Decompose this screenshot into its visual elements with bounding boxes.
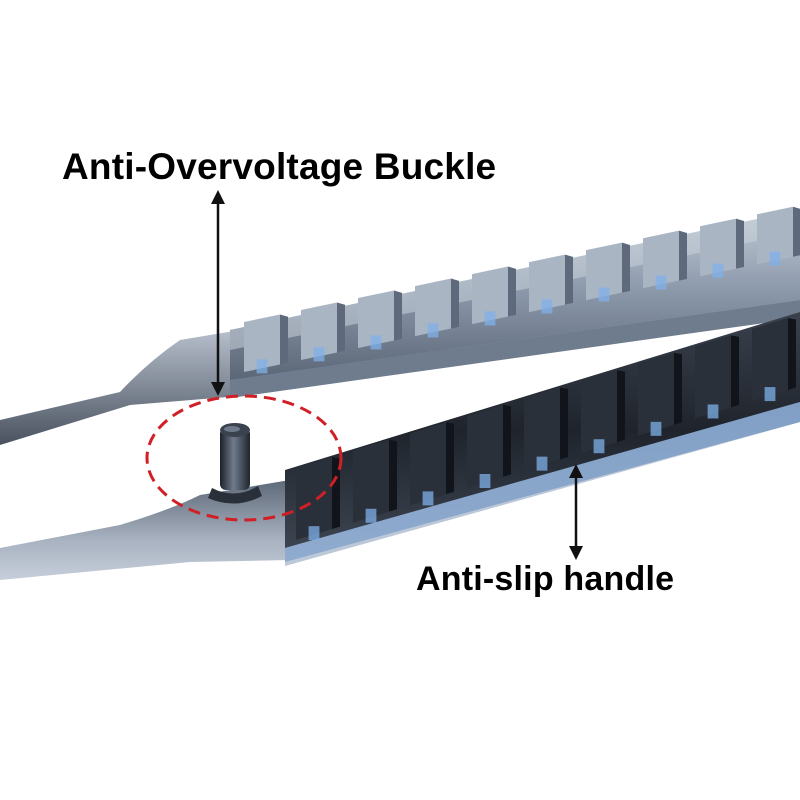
buckle-pin bbox=[208, 423, 262, 504]
grip-tooth-blue-reflection bbox=[769, 251, 781, 266]
grip-tooth-blue-reflection bbox=[593, 439, 605, 454]
grip-tooth-shadow bbox=[731, 335, 739, 408]
grip-tooth-shadow bbox=[679, 230, 687, 281]
grip-tooth-shadow bbox=[622, 242, 630, 293]
buckle-pointer-arrow bbox=[211, 190, 225, 396]
grip-tooth-blue-reflection bbox=[764, 387, 776, 402]
grip-tooth bbox=[415, 278, 451, 337]
grip-tooth-blue-reflection bbox=[541, 299, 553, 314]
grip-tooth-blue-reflection bbox=[308, 526, 320, 541]
grip-tooth-shadow bbox=[394, 290, 402, 341]
handle-pointer-arrow bbox=[569, 464, 583, 560]
grip-tooth bbox=[524, 387, 560, 471]
grip-tooth-shadow bbox=[565, 254, 573, 305]
grip-tooth-blue-reflection bbox=[536, 456, 548, 471]
grip-tooth bbox=[695, 335, 731, 419]
grip-tooth-shadow bbox=[451, 278, 459, 329]
lower-tweezer-arm bbox=[0, 312, 800, 580]
grip-tooth-shadow bbox=[788, 317, 796, 390]
grip-tooth bbox=[581, 370, 617, 454]
grip-tooth-blue-reflection bbox=[650, 421, 662, 436]
grip-tooth bbox=[752, 317, 788, 401]
grip-tooth bbox=[358, 290, 394, 349]
grip-tooth-shadow bbox=[337, 302, 345, 353]
grip-tooth bbox=[467, 404, 503, 488]
grip-tooth-shadow bbox=[674, 352, 682, 425]
grip-tooth-blue-reflection bbox=[484, 311, 496, 326]
grip-tooth-shadow bbox=[508, 266, 516, 317]
grip-tooth bbox=[296, 457, 332, 540]
grip-tooth-shadow bbox=[389, 439, 397, 512]
buckle-highlight-circle bbox=[145, 394, 343, 522]
grip-tooth-blue-reflection bbox=[427, 323, 439, 338]
grip-tooth bbox=[529, 254, 565, 313]
grip-tooth-blue-reflection bbox=[370, 335, 382, 350]
grip-tooth-blue-reflection bbox=[313, 347, 325, 362]
grip-tooth bbox=[244, 314, 280, 372]
buckle-label: Anti-Overvoltage Buckle bbox=[62, 146, 497, 187]
grip-tooth-shadow bbox=[736, 218, 744, 269]
grip-tooth-blue-reflection bbox=[598, 287, 610, 302]
grip-tooth-shadow bbox=[332, 457, 340, 530]
grip-tooth bbox=[643, 230, 679, 289]
grip-tooth-blue-reflection bbox=[256, 359, 268, 374]
grip-tooth bbox=[410, 422, 446, 506]
grip-tooth-shadow bbox=[280, 314, 288, 365]
grip-tooth-blue-reflection bbox=[422, 491, 434, 506]
grip-tooth-blue-reflection bbox=[712, 263, 724, 278]
grip-tooth-blue-reflection bbox=[707, 404, 719, 419]
grip-tooth-blue-reflection bbox=[479, 474, 491, 489]
grip-tooth-blue-reflection bbox=[365, 508, 377, 523]
grip-tooth-shadow bbox=[793, 206, 800, 257]
grip-tooth bbox=[757, 206, 793, 265]
grip-tooth bbox=[586, 242, 622, 301]
upper-tweezer-arm bbox=[0, 206, 800, 445]
grip-tooth bbox=[472, 266, 508, 325]
grip-tooth bbox=[700, 218, 736, 277]
grip-tooth-shadow bbox=[446, 422, 454, 495]
grip-tooth bbox=[638, 352, 674, 436]
grip-tooth-shadow bbox=[503, 404, 511, 477]
grip-tooth bbox=[353, 439, 389, 523]
grip-tooth-shadow bbox=[617, 370, 625, 443]
grip-tooth-blue-reflection bbox=[655, 275, 667, 290]
handle-label: Anti-slip handle bbox=[416, 560, 675, 598]
grip-tooth bbox=[301, 302, 337, 361]
grip-tooth-shadow bbox=[560, 387, 568, 460]
